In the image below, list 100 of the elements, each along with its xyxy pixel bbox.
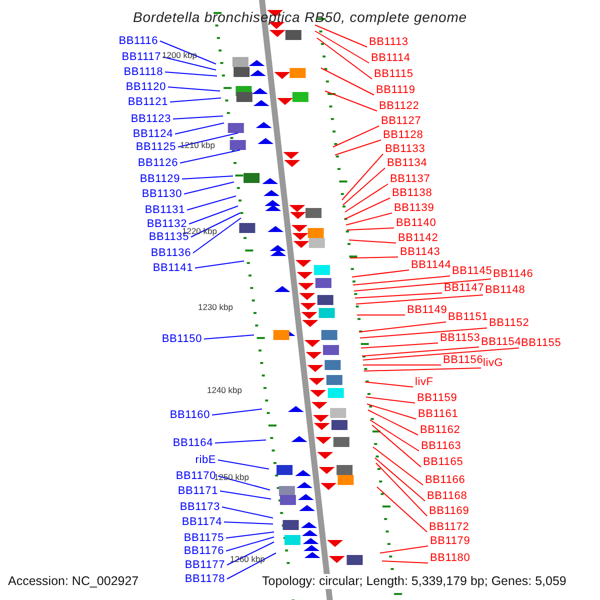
scale-label: 1240 kbp xyxy=(207,385,242,395)
gene-label: BB1123 xyxy=(130,113,171,125)
genome-summary: Topology: circular; Length: 5,339,179 bp; Genes: 5,059 xyxy=(262,574,566,589)
leader-line xyxy=(352,270,410,278)
leader-line xyxy=(360,328,488,338)
gene-label: BB1116 xyxy=(118,35,158,47)
leader-line xyxy=(214,440,266,444)
leader-line xyxy=(364,382,414,388)
gene-label: BB1176 xyxy=(184,545,224,557)
leader-line xyxy=(182,176,234,180)
leader-line xyxy=(344,198,390,220)
leader-line xyxy=(354,292,442,298)
gene-label: BB1133 xyxy=(385,143,426,155)
leader-line xyxy=(192,218,242,254)
gene-label: BB1178 xyxy=(184,573,225,585)
leader-line xyxy=(362,346,480,356)
leader-line xyxy=(342,168,386,206)
gene-label: BB1131 xyxy=(144,204,185,216)
gene-label: BB1177 xyxy=(184,559,225,571)
leader-line xyxy=(356,294,484,304)
leader-line xyxy=(188,206,238,224)
gene-label: BB1164 xyxy=(172,437,213,449)
leader-line xyxy=(362,348,520,360)
gene-label: BB1146 xyxy=(493,268,534,280)
gene-label: BB1163 xyxy=(421,440,462,452)
gene-label: BB1113 xyxy=(369,36,408,48)
leader-line xyxy=(226,542,274,566)
leader-line xyxy=(356,314,406,316)
gene-label: BB1169 xyxy=(429,505,470,517)
leader-line xyxy=(348,240,396,244)
gene-label: BB1172 xyxy=(429,521,470,533)
leader-line xyxy=(350,256,398,258)
leader-line xyxy=(224,522,274,524)
leader-line xyxy=(372,424,422,468)
leader-line xyxy=(212,408,262,416)
gene-label: BB1128 xyxy=(383,129,424,141)
gene-label: BB1117 xyxy=(122,51,161,63)
leader-line xyxy=(172,116,224,120)
gene-label: BB1174 xyxy=(182,516,222,528)
leader-line xyxy=(376,486,428,532)
leader-line xyxy=(358,322,446,332)
gene-label: BB1119 xyxy=(376,84,416,96)
leader-line xyxy=(218,460,270,470)
leader-line xyxy=(180,150,240,164)
gene-label: BB1160 xyxy=(170,409,210,421)
leader-line xyxy=(376,462,428,516)
gene-label: BB1153 xyxy=(440,332,480,344)
gene-label: BB1124 xyxy=(132,128,173,140)
leader-line xyxy=(320,68,374,96)
gene-label: BB1171 xyxy=(178,485,218,497)
gene-label: BB1154 xyxy=(481,336,522,348)
leader-line xyxy=(226,536,274,552)
leader-line xyxy=(170,98,222,102)
gene-label: BB1140 xyxy=(396,217,436,229)
leader-line xyxy=(190,212,240,238)
gene-label: BB1179 xyxy=(430,535,470,547)
gene-label: ribE xyxy=(195,454,216,466)
leader-line xyxy=(194,260,244,268)
gene-label: BB1170 xyxy=(176,470,216,482)
leader-line xyxy=(174,122,224,134)
leader-line xyxy=(362,364,442,366)
gene-label: BB1147 xyxy=(444,282,484,294)
gene-label: BB1138 xyxy=(392,187,432,199)
gene-label: BB1173 xyxy=(180,501,220,513)
leader-line xyxy=(366,396,416,404)
gene-label: BB1126 xyxy=(138,157,178,169)
leader-line xyxy=(380,546,428,554)
gene-label: BB1136 xyxy=(150,247,191,259)
gene-label: BB1155 xyxy=(521,337,562,349)
gene-label: BB1166 xyxy=(425,474,466,486)
gene-label: livF xyxy=(415,376,434,388)
gene-label: BB1150 xyxy=(162,333,202,345)
leader-line xyxy=(222,506,274,518)
leader-line xyxy=(334,140,382,156)
leader-line xyxy=(204,334,254,340)
gene-label: BB1114 xyxy=(371,52,410,64)
gene-label: BB1151 xyxy=(448,311,488,323)
leader-line xyxy=(160,40,216,64)
gene-label: BB1148 xyxy=(485,284,526,296)
gene-label: BB1165 xyxy=(423,456,464,468)
gene-label: BB1137 xyxy=(390,173,430,185)
gene-label: BB1162 xyxy=(420,424,460,436)
gene-label: livG xyxy=(483,357,504,369)
leader-line xyxy=(332,126,380,148)
leader-line xyxy=(354,278,492,292)
leader-line xyxy=(168,86,220,92)
gene-label: BB1115 xyxy=(374,68,414,80)
gene-label: BB1118 xyxy=(124,66,163,78)
gene-label: BB1145 xyxy=(452,265,492,277)
gene-label: BB1152 xyxy=(489,317,530,329)
leader-line xyxy=(226,532,274,538)
gene-label: BB1134 xyxy=(387,157,428,169)
gene-label: BB1121 xyxy=(128,96,168,108)
leader-line xyxy=(316,38,372,80)
gene-label: BB1122 xyxy=(379,100,420,112)
gene-label: BB1175 xyxy=(184,532,224,544)
leader-line xyxy=(368,410,418,436)
leader-line xyxy=(220,490,272,500)
leader-line xyxy=(324,90,378,112)
gene-label: BB1149 xyxy=(407,304,448,316)
